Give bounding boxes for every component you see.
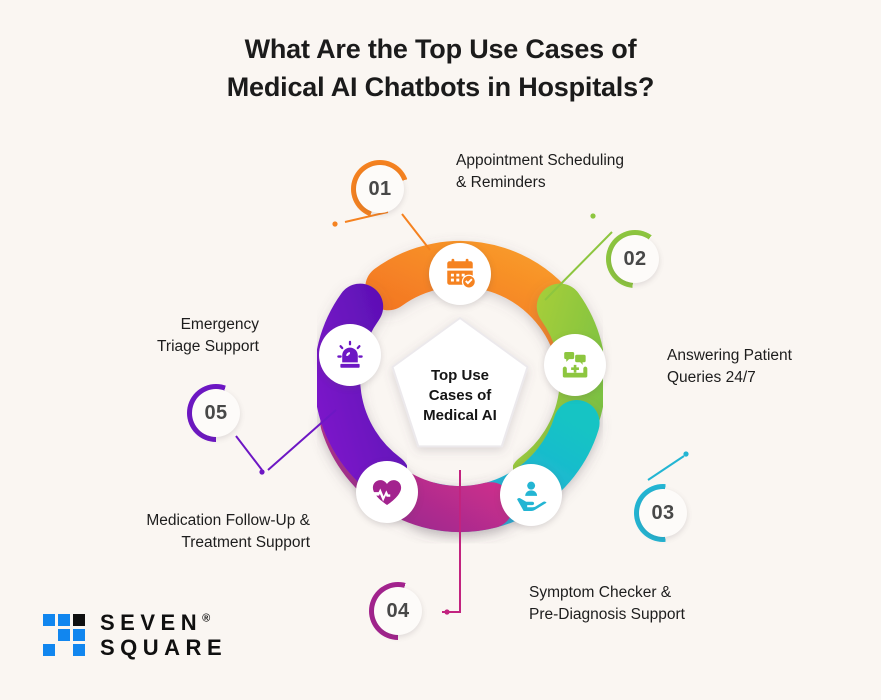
- center-node: Top Use Cases of Medical AI: [389, 318, 531, 454]
- icon-node-02[interactable]: [544, 334, 606, 396]
- dot-01: [332, 221, 338, 227]
- badge-disc-03: 03: [639, 489, 687, 537]
- badge-number-05: 05: [204, 401, 228, 424]
- item-label-05-line-2: Triage Support: [157, 338, 259, 355]
- logo-cell-2: [58, 614, 70, 627]
- item-label-02-line-1: Answering Patient: [667, 347, 792, 364]
- dot-03: [683, 451, 689, 457]
- connector-05: [235, 409, 337, 471]
- logo-cell-9: [73, 644, 85, 657]
- logo-cell-8: [58, 644, 70, 656]
- dot-05: [259, 469, 265, 475]
- icon-node-03[interactable]: [500, 464, 562, 526]
- item-label-03: Symptom Checker & Pre-Diagnosis Support: [529, 582, 769, 626]
- logo-cell-7: [43, 644, 55, 657]
- item-label-03-line-1: Symptom Checker &: [529, 584, 672, 601]
- logo-cell-3: [73, 614, 85, 627]
- logo-cell-1: [43, 614, 55, 627]
- badge-number-02: 02: [623, 247, 647, 270]
- logo-word-bottom: SQUARE: [100, 634, 228, 660]
- item-label-02: Answering Patient Queries 24/7: [667, 345, 872, 389]
- item-label-04-line-1: Medication Follow-Up &: [146, 512, 310, 529]
- page-title-line-1: What Are the Top Use Cases of: [244, 34, 637, 64]
- logo-wordmark: SEVEN® SQUARE: [100, 610, 228, 661]
- connector-02: [544, 231, 613, 301]
- badge-number-04: 04: [386, 599, 410, 622]
- connector-03: [647, 455, 685, 481]
- logo-word-top-wrap: SEVEN®: [100, 610, 227, 636]
- logo-word-top: SEVEN: [100, 610, 203, 635]
- item-label-02-line-2: Queries 24/7: [667, 369, 756, 386]
- item-label-01-line-1: Appointment Scheduling: [456, 152, 625, 169]
- brand-logo: SEVEN® SQUARE: [43, 610, 228, 661]
- center-pentagon: [391, 317, 529, 448]
- item-label-01-line-2: & Reminders: [456, 174, 546, 191]
- center-label-line-2: Cases of: [428, 387, 492, 405]
- item-label-01: Appointment Scheduling & Reminders: [456, 150, 706, 194]
- icon-node-01[interactable]: [429, 243, 491, 305]
- item-label-04: Medication Follow-Up & Treatment Support: [60, 510, 310, 554]
- item-label-04-line-2: Treatment Support: [181, 534, 310, 551]
- page-title-line-2: Medical AI Chatbots in Hospitals?: [226, 72, 655, 103]
- connector-dots: [259, 213, 689, 615]
- badge-02[interactable]: 02: [606, 230, 664, 288]
- badge-disc-01: 01: [356, 165, 404, 213]
- page-title: What Are the Top Use Cases of Medical AI…: [0, 30, 881, 107]
- center-label-line-1: Top Use: [430, 367, 490, 384]
- badge-number-01: 01: [368, 177, 392, 200]
- item-label-05-line-1: Emergency: [180, 316, 259, 333]
- badge-disc-04: 04: [374, 587, 422, 635]
- badge-01[interactable]: 01: [351, 160, 409, 218]
- heart-pulse-icon: [371, 480, 402, 506]
- badge-disc-05: 05: [192, 389, 240, 437]
- item-label-05: Emergency Triage Support: [96, 314, 259, 358]
- icon-node-04[interactable]: [356, 461, 418, 523]
- badge-05[interactable]: 05: [187, 384, 245, 442]
- logo-cell-5: [58, 629, 70, 642]
- emergency-siren-icon: [337, 340, 363, 368]
- hand-patient-care-icon: [517, 481, 547, 511]
- chat-bubbles-clinic-icon: [562, 351, 588, 378]
- dot-02: [590, 213, 596, 219]
- badge-03[interactable]: 03: [634, 484, 692, 542]
- logo-registered-icon: ®: [202, 612, 211, 625]
- calendar-check-icon: [447, 258, 477, 289]
- badge-04[interactable]: 04: [369, 582, 427, 640]
- logo-grid-icon: [43, 614, 86, 657]
- logo-cell-6: [73, 629, 85, 642]
- logo-cell-4: [43, 629, 55, 641]
- item-label-03-line-2: Pre-Diagnosis Support: [529, 606, 685, 623]
- dot-04: [444, 609, 450, 615]
- badge-disc-02: 02: [611, 235, 659, 283]
- center-label: Top Use Cases of Medical AI: [389, 366, 531, 426]
- badge-number-03: 03: [651, 501, 675, 524]
- center-label-line-3: Medical AI: [423, 407, 497, 425]
- icon-node-05[interactable]: [319, 324, 381, 386]
